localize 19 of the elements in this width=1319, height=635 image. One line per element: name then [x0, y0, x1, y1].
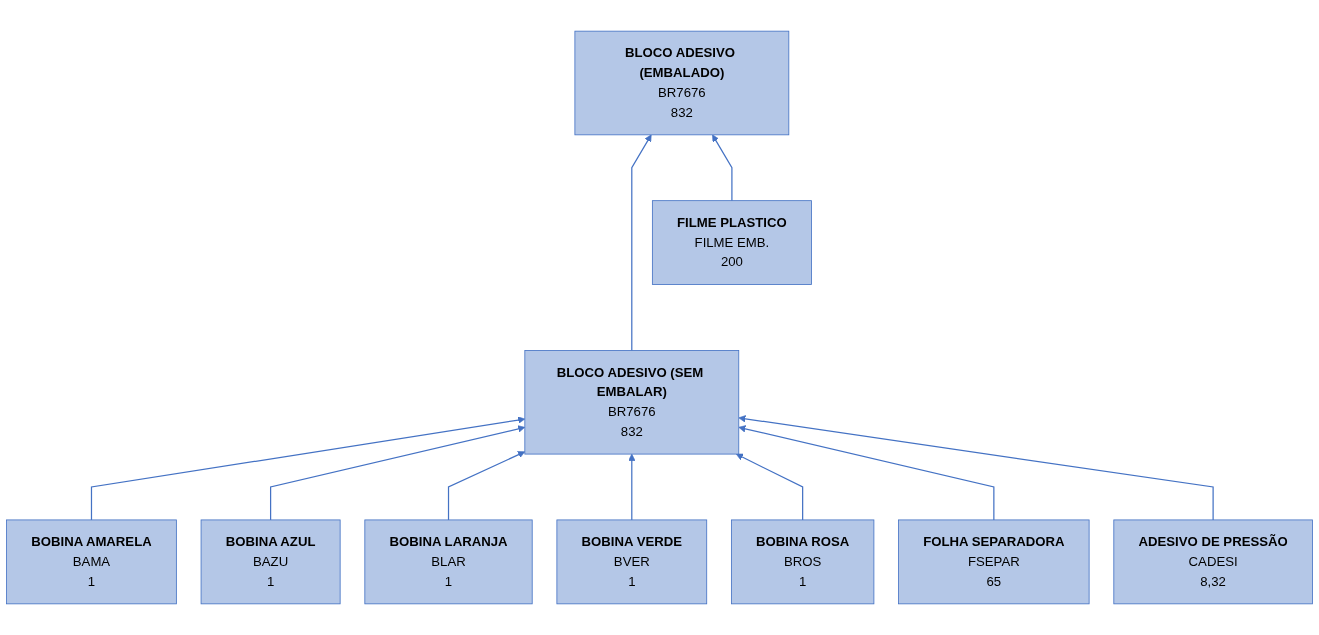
- node-box: BOBINA VERDE BVER 1: [556, 519, 708, 605]
- arrow: [738, 425, 995, 521]
- arrow: [738, 415, 1214, 521]
- node-box: FOLHA SEPARADORA FSEPAR 65: [898, 519, 1090, 605]
- arrow: [735, 453, 804, 521]
- node-box: BOBINA LARANJA BLAR 1: [364, 519, 533, 605]
- arrow: [631, 134, 652, 352]
- node-box: BLOCO ADESIVO (EMBALADO) BR7676 832: [574, 30, 790, 136]
- node-box: ADESIVO DE PRESSÃO CADESI 8,32: [1113, 519, 1313, 605]
- arrow: [628, 453, 636, 521]
- node-box: BOBINA AMARELA BAMA 1: [6, 519, 177, 605]
- node-box: BLOCO ADESIVO (SEM EMBALAR) BR7676 832: [524, 350, 740, 455]
- arrow: [270, 425, 526, 521]
- node-box: BOBINA ROSA BROS 1: [731, 519, 875, 605]
- arrow: [447, 451, 526, 521]
- arrow: [90, 416, 526, 521]
- node-box: FILME PLASTICO FILME EMB. 200: [651, 200, 812, 285]
- node-box: BOBINA AZUL BAZU 1: [200, 519, 341, 605]
- arrow: [712, 134, 733, 202]
